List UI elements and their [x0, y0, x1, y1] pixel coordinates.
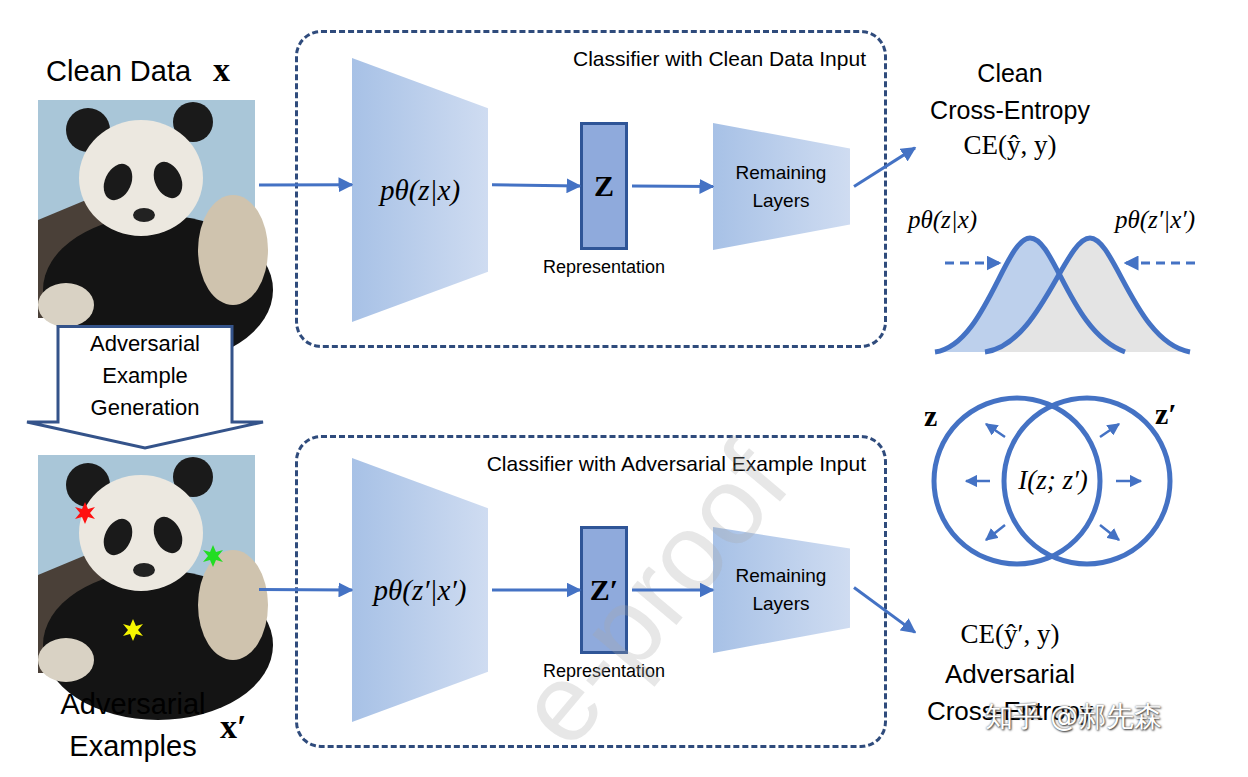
formula: pθ(z′|x′)	[352, 458, 488, 722]
block-outline	[352, 58, 488, 322]
distribution-curve	[985, 238, 1190, 352]
math-symbol: x′	[220, 707, 247, 748]
perturbation-mark	[75, 502, 95, 524]
input-image: Adversarial Examplesx′	[38, 455, 255, 672]
flow-arrow	[492, 185, 580, 186]
input-image: Clean Datax	[38, 100, 255, 318]
block-outline	[713, 123, 850, 250]
set-label: z′	[1155, 396, 1177, 432]
flow-arrow	[259, 183, 352, 186]
flow-arrow	[492, 589, 580, 592]
flow-arrow	[854, 587, 915, 632]
flow-arrow	[854, 148, 915, 187]
math-symbol: Z	[583, 125, 625, 247]
loss-formula: CE(ŷ, y)	[915, 129, 1105, 161]
encoder-block: pθ(z′|x′)	[352, 458, 488, 722]
loss-name: Clean Cross-Entropy	[920, 55, 1100, 129]
classifier-head: Remaining Layers	[713, 123, 850, 250]
flow-arrow	[632, 185, 713, 189]
group-title: Classifier with Clean Data Input	[573, 46, 866, 71]
generation-arrow: Adversarial Example Generation	[25, 325, 265, 450]
expand-arrows	[966, 424, 1141, 540]
formula: pθ(z|x)	[352, 58, 488, 322]
representation-box: ZRepresentation	[580, 122, 628, 250]
perturbation-mark	[123, 619, 143, 641]
image-title: Adversarial Examples	[33, 683, 233, 767]
arrow-outline	[27, 327, 263, 449]
box-caption: Representation	[520, 257, 688, 279]
panda-image	[38, 455, 273, 720]
encoder-block: pθ(z|x)	[352, 58, 488, 322]
math-symbol: x	[213, 50, 230, 91]
perturbation-mark	[203, 545, 223, 567]
classifier-group: Classifier with Clean Data Input pθ(z|x) Z…	[295, 30, 887, 348]
flow-arrow	[632, 589, 713, 592]
flow-arrow	[259, 588, 352, 591]
loss-output: Clean Cross-EntropyCE(ŷ, y)	[915, 55, 1105, 163]
mutual-information: I(z; z′)	[993, 464, 1113, 496]
distribution-curve	[935, 238, 1125, 352]
arrow-label: Adversarial Example Generation	[58, 327, 232, 424]
distribution-label: pθ(z′|x′)	[1115, 205, 1195, 235]
loss-formula: CE(ŷ′, y)	[915, 618, 1105, 650]
block-outline	[352, 458, 488, 722]
distribution-label: pθ(z|x)	[908, 205, 977, 235]
set-label: z	[924, 398, 937, 434]
watermark: 知乎 @郝先森	[985, 700, 1162, 734]
layer-label: Remaining Layers	[721, 123, 841, 250]
image-title: Clean Data	[46, 54, 191, 89]
block-shape	[713, 123, 850, 250]
pull-arrow	[945, 262, 1000, 265]
distribution-curve	[985, 238, 1190, 352]
pull-arrow	[1125, 262, 1195, 265]
